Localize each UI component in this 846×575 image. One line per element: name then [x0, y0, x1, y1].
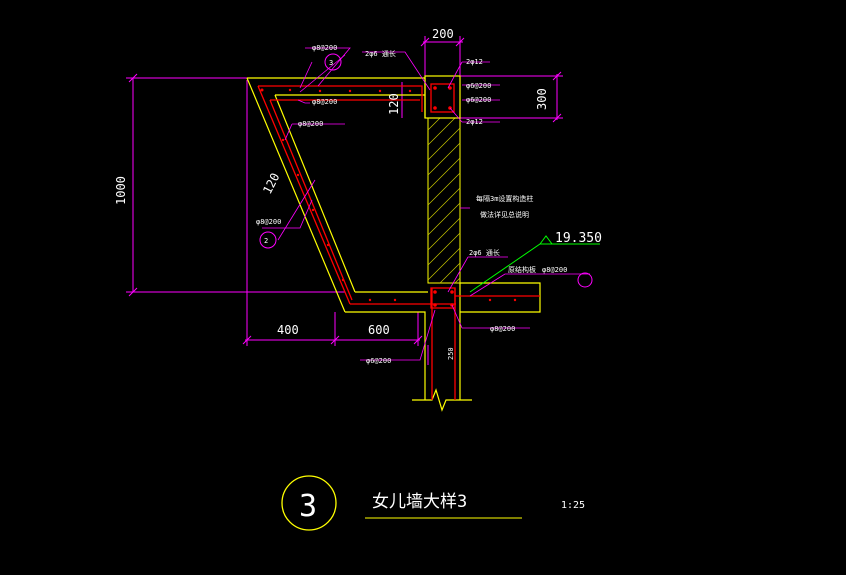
label-stirrup-top: 2φ12: [466, 58, 483, 66]
dim-right-height: 300: [535, 88, 549, 110]
label-longitudinal: 2φ6 通长: [365, 49, 396, 58]
elevation-marker: [469, 235, 600, 293]
dim-bottom-left: 400: [277, 323, 299, 337]
callout-circle-2: [259, 231, 277, 249]
title-number: 3: [299, 489, 317, 524]
dim-wall-thickness: 250: [447, 347, 455, 360]
dim-slope-thickness: 120: [260, 171, 282, 197]
concrete-outline: [246, 75, 541, 412]
dim-bottom-right: 600: [368, 323, 390, 337]
label-wall-bar: φ6@200: [366, 357, 391, 365]
dim-top-width: 200: [432, 27, 454, 41]
title-number-circle: [281, 475, 337, 531]
label-base-longitudinal: 2φ6 通长: [469, 248, 500, 257]
section-circle: [577, 272, 593, 288]
dimension-lines: [126, 36, 563, 365]
title-scale: 1:25: [561, 500, 585, 511]
callout-circle-3: [324, 53, 342, 71]
note-line-2: 做法详见总说明: [480, 210, 529, 219]
label-stirrup-bottom: 2φ12: [466, 118, 483, 126]
elevation-value: 19.350: [555, 231, 602, 246]
title-text: 女儿墙大样3: [372, 492, 467, 512]
dim-inner-thickness: 120: [387, 93, 401, 115]
label-slope-bar-b: φ8@200: [256, 218, 281, 226]
label-top-bar-2: φ8@200: [312, 98, 337, 106]
label-top-bar: φ8@200: [312, 44, 337, 52]
label-base-bar: φ8@200: [490, 325, 515, 333]
rebar-dots: [260, 86, 517, 307]
label-slope-bar-a: φ8@200: [298, 120, 323, 128]
label-stirrup-a: φ6@200: [466, 82, 491, 90]
note-line-1: 每隔3m设置构造柱: [476, 194, 533, 203]
label-circle-2: 2: [264, 237, 268, 245]
label-circle-3: 3: [329, 59, 333, 67]
label-existing-slab: 原结构板: [508, 265, 536, 274]
masonry-hatch: [427, 117, 461, 284]
label-slab-bar: φ8@200: [542, 266, 567, 274]
leader-lines: [262, 47, 590, 361]
label-stirrup-b: φ6@200: [466, 96, 491, 104]
rebar: [257, 83, 540, 400]
dim-total-height: 1000: [114, 176, 128, 205]
